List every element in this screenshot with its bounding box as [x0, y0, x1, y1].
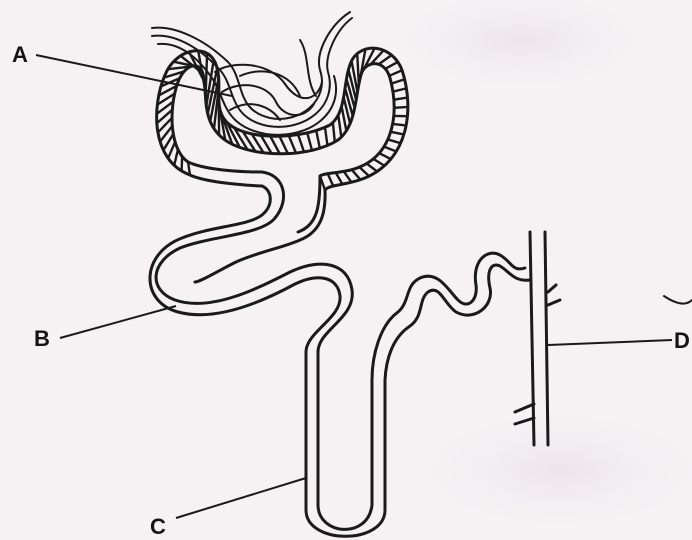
label-d: D — [674, 328, 690, 353]
label-c: C — [150, 514, 166, 539]
capsule-cell-divider — [394, 107, 408, 108]
capsule-cell-divider — [357, 54, 359, 84]
label-b: B — [34, 326, 50, 351]
label-a: A — [12, 42, 28, 67]
capsule-cell-divider — [393, 124, 407, 125]
